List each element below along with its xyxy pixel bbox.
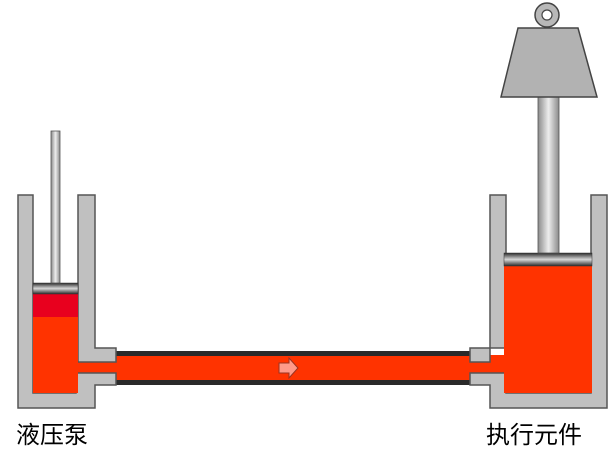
- pump-fluid-shade: [33, 293, 78, 317]
- actuator-label: 执行元件: [486, 421, 582, 449]
- pipe-top-wall: [95, 351, 490, 356]
- actuator-fluid: [504, 265, 592, 393]
- pump-label: 液压泵: [16, 421, 88, 449]
- actuator-piston: [503, 252, 593, 267]
- pump-piston: [32, 282, 79, 295]
- pump-piston-rod: [50, 130, 61, 284]
- actuator-piston-rod: [537, 96, 560, 254]
- weight-icon: [500, 2, 598, 98]
- pipe-bottom-wall: [95, 380, 490, 385]
- right-arrow-icon: [278, 356, 299, 380]
